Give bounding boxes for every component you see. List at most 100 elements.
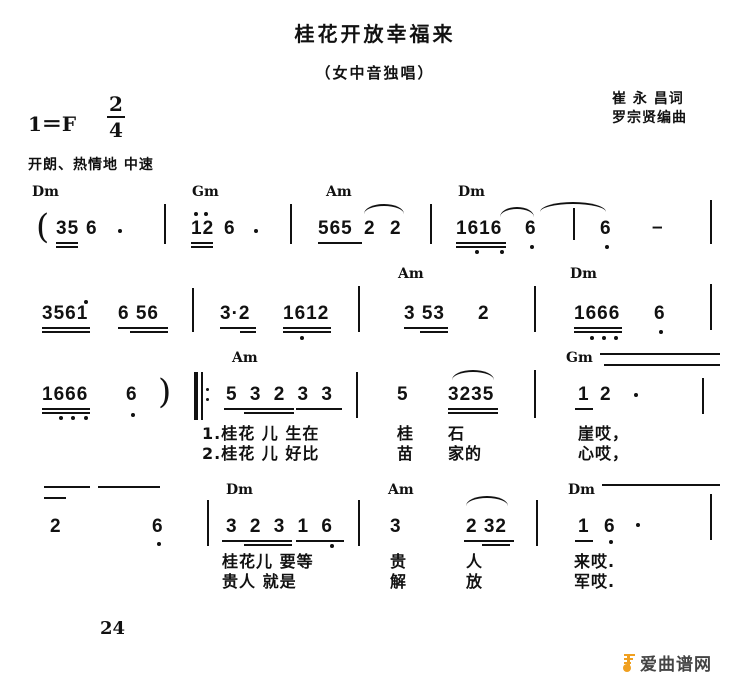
chord-label: Am [326, 184, 352, 200]
note-group: 1666 [574, 303, 621, 324]
note-group: 35 [56, 218, 80, 239]
low-octave-dot [602, 336, 606, 340]
high-octave-dot [204, 212, 208, 216]
time-numerator: 2 [109, 92, 123, 116]
underline [191, 242, 213, 244]
lyric-verse-2: 军哎. [574, 572, 616, 591]
lyric-verse-1: 桂 [397, 424, 415, 443]
barline [358, 286, 360, 332]
barline [356, 372, 358, 418]
augmentation-dot [118, 229, 122, 233]
underline [448, 408, 498, 410]
lyric-verse-2: 放 [466, 572, 484, 591]
note: 6 [126, 384, 138, 405]
note: 6 [654, 303, 666, 324]
note: 6 [152, 516, 164, 537]
note: 3 [390, 516, 402, 537]
underline [220, 327, 256, 329]
chord-label: Am [388, 482, 414, 498]
lyric-verse-2: 贵人 就是 [222, 572, 297, 591]
note: 6 [525, 218, 537, 239]
note-group: 1612 [283, 303, 330, 324]
note-group: 6 56 [118, 303, 159, 324]
low-octave-dot [530, 245, 534, 249]
chord-label: Dm [570, 266, 597, 282]
song-subtitle: （女中音独唱） [315, 64, 435, 82]
lyric-verse-2: 解 [390, 572, 408, 591]
underline [244, 544, 292, 546]
composer: 罗宗贤编曲 [612, 110, 687, 126]
underline [318, 242, 362, 244]
lyric-verse-1: 1.桂花 儿 生在 [202, 424, 320, 443]
underline [482, 544, 510, 546]
barline [702, 378, 704, 414]
note-group: 1666 [42, 384, 89, 405]
underline [56, 246, 78, 248]
note-group: 3·2 [220, 303, 251, 324]
underline [296, 408, 342, 410]
underline [456, 242, 506, 244]
high-octave-dot [194, 212, 198, 216]
low-octave-dot [659, 330, 663, 334]
lyric-verse-1: 人 [466, 552, 484, 571]
barline [290, 204, 292, 244]
note-group: 12 [191, 218, 215, 239]
tie-upper [600, 353, 720, 355]
note: 2 [390, 218, 402, 239]
repeat-start-thick-barline [194, 372, 198, 420]
close-parenthesis: ) [158, 372, 172, 412]
chord-label: Dm [458, 184, 485, 200]
slur [466, 496, 508, 506]
barline [192, 288, 194, 332]
music-note-logo-icon [622, 653, 636, 673]
note-group: 1616 [456, 218, 503, 239]
repeat-dot [206, 388, 209, 391]
barline [710, 200, 712, 244]
low-octave-dot [475, 250, 479, 254]
barline [534, 370, 536, 418]
chord-label: Dm [226, 482, 253, 498]
lyric-verse-2: 心哎， [578, 444, 630, 463]
lyric-verse-2: 苗 [397, 444, 415, 463]
note: 6 [604, 516, 616, 537]
barline [207, 500, 209, 546]
credits: 崔 永 昌词 罗宗贤编曲 [612, 90, 687, 128]
open-parenthesis: ( [36, 207, 50, 247]
underline [240, 331, 256, 333]
repeat-start-thin-barline [201, 372, 203, 420]
underline [130, 331, 168, 333]
low-octave-dot [59, 416, 63, 420]
key-signature: 1＝F [28, 112, 77, 136]
underline [574, 331, 622, 333]
underline [464, 540, 514, 542]
tie [540, 202, 606, 212]
lyric-verse-1: 贵 [390, 552, 408, 571]
slur [364, 204, 404, 214]
underline [42, 331, 90, 333]
note: 2 [478, 303, 490, 324]
low-octave-dot [605, 245, 609, 249]
underline [448, 412, 498, 414]
tie-continuation [98, 486, 160, 488]
watermark-text: 爱曲谱网 [640, 655, 712, 675]
note: 6 [600, 218, 612, 239]
underline [118, 327, 168, 329]
time-fraction-bar [107, 116, 125, 118]
chord-label: Gm [192, 184, 219, 200]
tie [602, 484, 720, 486]
chord-label: Am [398, 266, 424, 282]
underline [574, 327, 622, 329]
note: 6 [224, 218, 236, 239]
low-octave-dot [84, 416, 88, 420]
note: 5 [397, 384, 409, 405]
note-group: 5 3 2 3 3 [226, 384, 336, 405]
underline [224, 408, 294, 410]
barline [710, 494, 712, 540]
underline [42, 327, 90, 329]
underline [575, 540, 593, 542]
underline [283, 327, 331, 329]
lyric-verse-2: 2.桂花 儿 好比 [202, 444, 320, 463]
note: 2 [50, 516, 62, 537]
barline [536, 500, 538, 546]
tie-continuation [44, 486, 90, 488]
